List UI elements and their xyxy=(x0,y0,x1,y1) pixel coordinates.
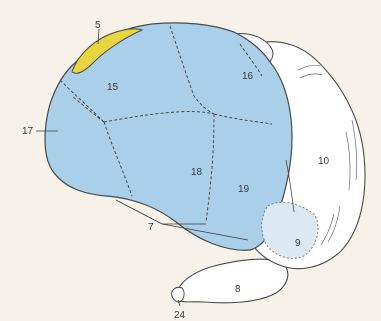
label-16: 16 xyxy=(242,71,254,82)
label-5: 5 xyxy=(95,20,101,31)
label-19: 19 xyxy=(238,184,250,195)
label-24: 24 xyxy=(174,310,186,321)
label-10: 10 xyxy=(318,156,330,167)
lower-lobe-white xyxy=(176,259,288,303)
label-7: 7 xyxy=(148,222,154,233)
label-15: 15 xyxy=(107,82,119,93)
tip-24 xyxy=(172,287,184,302)
label-8: 8 xyxy=(235,284,241,295)
label-17: 17 xyxy=(22,126,34,137)
label-9: 9 xyxy=(295,238,301,249)
label-18: 18 xyxy=(191,167,203,178)
